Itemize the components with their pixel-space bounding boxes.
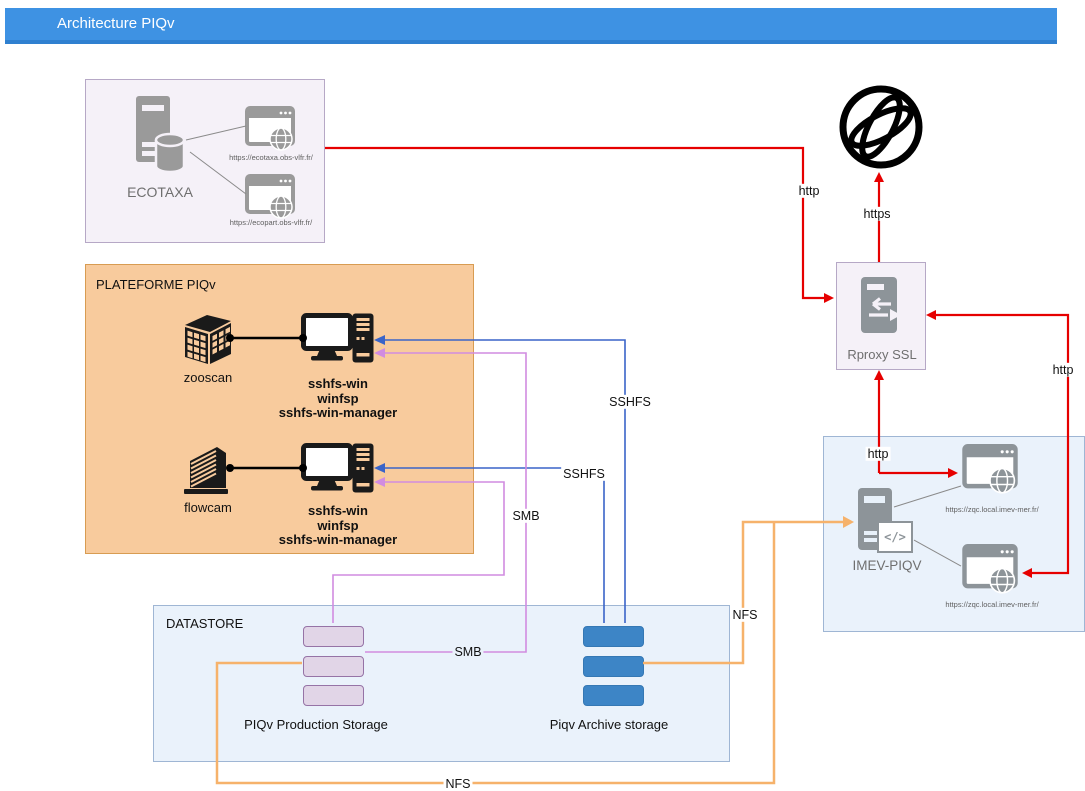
host-label-line: winfsp: [317, 517, 359, 533]
zqc-url: https://zqc.local.imev-mer.fr/: [945, 600, 1039, 609]
edge-label-smb: SMB: [510, 508, 542, 524]
imev-label: IMEV-PIQV: [852, 558, 922, 573]
ecotaxa-url: https://ecotaxa.obs-vlfr.fr/: [229, 153, 313, 162]
ecotaxa-label: ECOTAXA: [127, 184, 193, 200]
imev-piqv-group-box[interactable]: </> IMEV-PIQV https://zqc.local.imev-mer…: [823, 436, 1085, 632]
edge-label-smb: SMB: [452, 644, 484, 660]
browser-globe-icon[interactable]: [245, 106, 295, 152]
diagram-title-bar: Architecture PIQv: [5, 8, 1057, 44]
flowcam-icon[interactable]: [183, 442, 233, 496]
edge-label-http: http: [796, 183, 822, 199]
rproxy-label: Rproxy SSL: [847, 347, 917, 362]
host-label-line: sshfs-win-manager: [278, 532, 398, 547]
host-label-line: winfsp: [317, 390, 359, 406]
host-label-line: sshfs-win-manager: [278, 405, 398, 420]
edge-label-http: http: [865, 446, 891, 462]
server-database-icon[interactable]: [130, 96, 186, 174]
rproxy-node-box[interactable]: Rproxy SSL: [836, 262, 926, 370]
plateforme-piqv-group-box[interactable]: PLATEFORME PIQv zooscan: [85, 264, 474, 554]
edge-label-http: http: [1050, 362, 1076, 378]
edge-label-nfs: NFS: [443, 776, 473, 791]
tower-pc-icon[interactable]: [352, 443, 374, 493]
diagram-title: Architecture PIQv: [57, 15, 175, 32]
datastore-label: DATASTORE: [166, 616, 244, 631]
production-storage-label: PIQv Production Storage: [244, 717, 388, 732]
archive-storage-icon[interactable]: [583, 626, 644, 706]
reverse-proxy-server-icon[interactable]: [858, 277, 906, 337]
browser-globe-icon[interactable]: [962, 444, 1018, 495]
monitor-icon[interactable]: [301, 443, 353, 491]
datastore-group-box[interactable]: DATASTORE PIQv Production Storage Piqv A…: [153, 605, 730, 762]
code-badge-icon[interactable]: </>: [877, 521, 913, 553]
edge-label-https: https: [861, 206, 893, 222]
browser-globe-icon[interactable]: [962, 544, 1018, 595]
plateforme-label: PLATEFORME PIQv: [96, 277, 216, 292]
host-label-line: sshfs-win: [308, 376, 368, 391]
zqc-url: https://zqc.local.imev-mer.fr/: [945, 505, 1039, 514]
browser-globe-icon[interactable]: [245, 174, 295, 220]
workstation-software-label: sshfs-win winfsp sshfs-win-manager: [263, 376, 413, 421]
archive-storage-label: Piqv Archive storage: [549, 717, 669, 732]
production-storage-icon[interactable]: [303, 626, 364, 706]
ecopart-url: https://ecopart.obs-vlfr.fr/: [229, 218, 313, 227]
zooscan-label: zooscan: [183, 370, 233, 385]
edge-label-nfs: NFS: [730, 607, 760, 623]
workstation-software-label: sshfs-win winfsp sshfs-win-manager: [263, 503, 413, 548]
edge-label-sshfs: SSHFS: [561, 466, 607, 482]
tower-pc-icon[interactable]: [352, 313, 374, 363]
flowcam-label: flowcam: [184, 500, 232, 515]
ecotaxa-group-box[interactable]: ECOTAXA https://ecotaxa.obs-vlfr.fr/ htt…: [85, 79, 325, 243]
monitor-icon[interactable]: [301, 313, 353, 361]
edge-label-sshfs: SSHFS: [607, 394, 653, 410]
internet-globe-icon[interactable]: [838, 84, 924, 170]
host-label-line: sshfs-win: [308, 503, 368, 518]
zooscan-icon[interactable]: [182, 312, 234, 366]
